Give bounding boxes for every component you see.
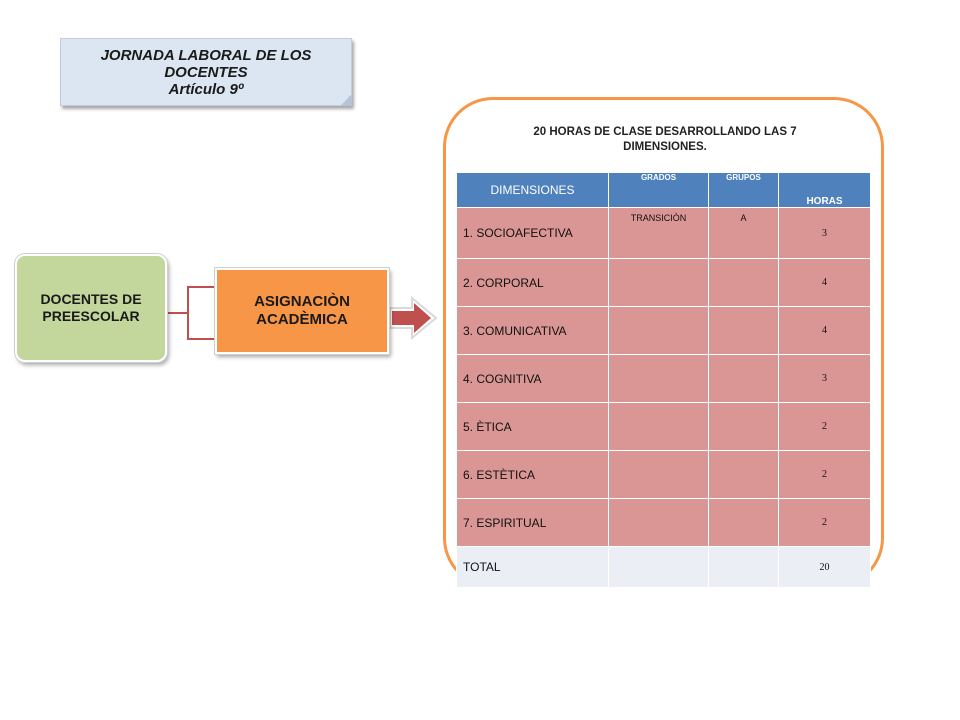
asignacion-line-2: ACADÈMICA [256,311,348,328]
row-horas: 3 [778,207,871,259]
row-grado [608,258,709,307]
row-grupo: A [708,207,779,259]
frame-heading: 20 HORAS DE CLASE DESARROLLANDO LAS 7 DI… [500,125,830,155]
header-dimensiones: DIMENSIONES [456,172,609,208]
row-grupo [708,354,779,403]
heading-line-1: 20 HORAS DE CLASE DESARROLLANDO LAS 7 [533,126,797,138]
row-grupo [708,402,779,451]
table-row: 5. ÈTICA 2 [456,402,871,451]
table-total-row: TOTAL 20 [456,546,871,588]
row-grado: TRANSICIÒN [608,207,709,259]
docentes-preescolar-box: DOCENTES DE PREESCOLAR [15,254,167,362]
heading-line-2: DIMENSIONES. [623,141,707,153]
header-grupos: GRUPOS [708,172,779,208]
table-row: 4. COGNITIVA 3 [456,354,871,403]
dimensions-table: DIMENSIONES GRADOS GRUPOS HORAS 1. SOCIO… [456,172,871,588]
table-row: 3. COMUNICATIVA 4 [456,306,871,355]
row-dimension: 4. COGNITIVA [456,354,609,403]
row-grupo [708,450,779,499]
row-grado [608,306,709,355]
title-line-2: DOCENTES [164,63,248,81]
title-line-1: JORNADA LABORAL DE LOS [100,46,312,64]
right-arrow-icon [389,295,438,341]
row-grado [608,450,709,499]
row-dimension: 1. SOCIOAFECTIVA [456,207,609,259]
table-row: 1. SOCIOAFECTIVA TRANSICIÒN A 3 [456,207,871,259]
title-line-3: Artículo 9º [168,80,244,98]
row-grado [608,402,709,451]
row-dimension: 6. ESTÈTICA [456,450,609,499]
asignacion-academica-box: ASIGNACIÒN ACADÈMICA [215,268,389,354]
row-grupo [708,258,779,307]
row-horas: 3 [778,354,871,403]
total-grupo [708,546,779,588]
row-horas: 4 [778,306,871,355]
row-grado [608,498,709,547]
header-horas: HORAS [778,172,871,208]
connector-upper [163,286,215,314]
row-grupo [708,306,779,355]
table-row: 6. ESTÈTICA 2 [456,450,871,499]
page-fold [340,94,352,106]
table-row: 7. ESPIRITUAL 2 [456,498,871,547]
total-grado [608,546,709,588]
docentes-preescolar-label: DOCENTES DE PREESCOLAR [40,291,142,324]
row-dimension: 7. ESPIRITUAL [456,498,609,547]
connector-lower [187,313,215,340]
title-card: JORNADA LABORAL DE LOS DOCENTES Artículo… [60,38,352,106]
table-row: 2. CORPORAL 4 [456,258,871,307]
table-header-row: DIMENSIONES GRADOS GRUPOS HORAS [456,172,871,208]
row-dimension: 3. COMUNICATIVA [456,306,609,355]
row-horas: 2 [778,450,871,499]
asignacion-line-1: ASIGNACIÒN [254,293,350,310]
row-horas: 2 [778,402,871,451]
header-grados: GRADOS [608,172,709,208]
row-dimension: 2. CORPORAL [456,258,609,307]
total-horas: 20 [778,546,871,588]
row-grado [608,354,709,403]
row-horas: 2 [778,498,871,547]
row-horas: 4 [778,258,871,307]
row-dimension: 5. ÈTICA [456,402,609,451]
row-grupo [708,498,779,547]
total-label: TOTAL [456,546,609,588]
